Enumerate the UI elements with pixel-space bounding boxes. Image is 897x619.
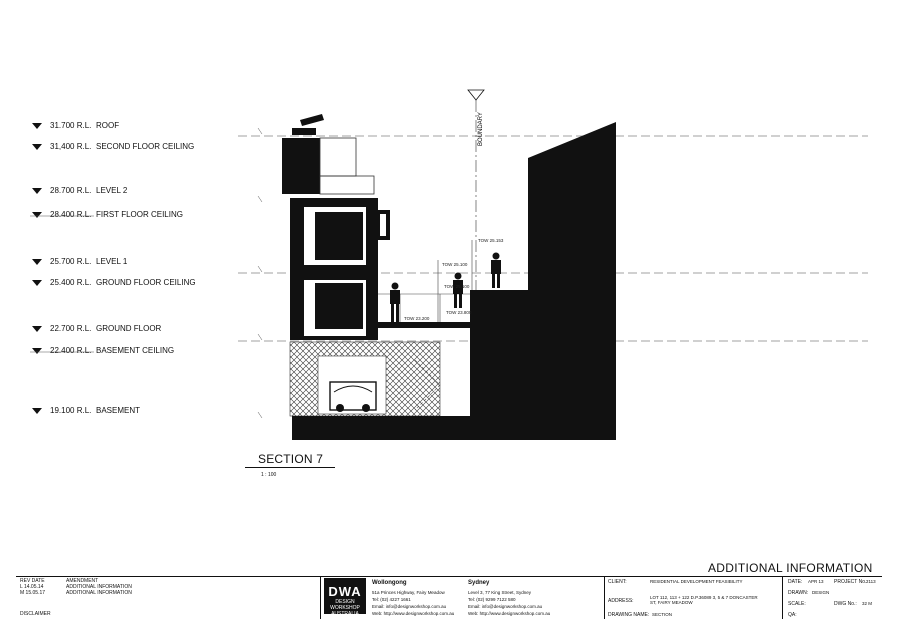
level-marker: 28.400 R.L.FIRST FLOOR CEILING (32, 210, 183, 219)
level-triangle-icon (32, 122, 42, 129)
terrain-mass (292, 122, 616, 440)
svg-text:TOW 25.153: TOW 25.153 (478, 238, 504, 243)
svg-text:TOW 25.100: TOW 25.100 (442, 262, 468, 267)
person-icon (453, 272, 463, 308)
basement-section (289, 341, 441, 417)
level-triangle-icon (32, 258, 42, 265)
dimension-labels: TOW 25.153 TOW 25.100 TOW 25.100 TOW 23.… (404, 238, 504, 321)
svg-text:TOW 23.800: TOW 23.800 (446, 310, 472, 315)
svg-text:TOW 25.100: TOW 25.100 (444, 284, 470, 289)
level-triangle-icon (32, 211, 42, 218)
person-icon (491, 252, 501, 288)
section-title-rule (245, 467, 335, 468)
scale-figures (390, 252, 501, 322)
boundary-line: BOUNDARY (467, 89, 485, 300)
sheet-title: ADDITIONAL INFORMATION (708, 561, 873, 575)
level-triangle-icon (32, 325, 42, 332)
level-triangle-icon (32, 347, 42, 354)
boundary-label: BOUNDARY (478, 112, 484, 146)
svg-text:TOW 23.200: TOW 23.200 (404, 316, 430, 321)
title-block (16, 576, 882, 619)
level-marker: 22.400 R.L.BASEMENT CEILING (32, 346, 174, 355)
level-marker: 25.400 R.L.GROUND FLOOR CEILING (32, 278, 196, 287)
disclaimer-label: DISCLAIMER (20, 611, 51, 617)
section-scale: 1 : 100 (261, 472, 277, 478)
company-logo: DWA DESIGN WORKSHOP AUSTRALIA (324, 578, 366, 617)
level-marker: 28.700 R.L.LEVEL 2 (32, 186, 127, 195)
revision-row: M 15.05.17 (20, 590, 46, 596)
revision-row: L 14.05.14 (20, 584, 44, 590)
level-marker: 31.700 R.L.ROOF (32, 121, 119, 130)
building-section (282, 114, 478, 340)
level-marker: 25.700 R.L.LEVEL 1 (32, 257, 127, 266)
level-marker: 22.700 R.L.GROUND FLOOR (32, 324, 161, 333)
level-marker: 19.100 R.L.BASEMENT (32, 406, 140, 415)
level-triangle-icon (32, 407, 42, 414)
level-triangle-icon (32, 143, 42, 150)
level-marker: 31,400 R.L.SECOND FLOOR CEILING (32, 142, 194, 151)
revision-row: REV DATE (20, 578, 45, 584)
section-title: SECTION 7 (258, 452, 324, 466)
level-triangle-icon (32, 187, 42, 194)
level-triangle-icon (32, 279, 42, 286)
person-icon (390, 282, 400, 322)
